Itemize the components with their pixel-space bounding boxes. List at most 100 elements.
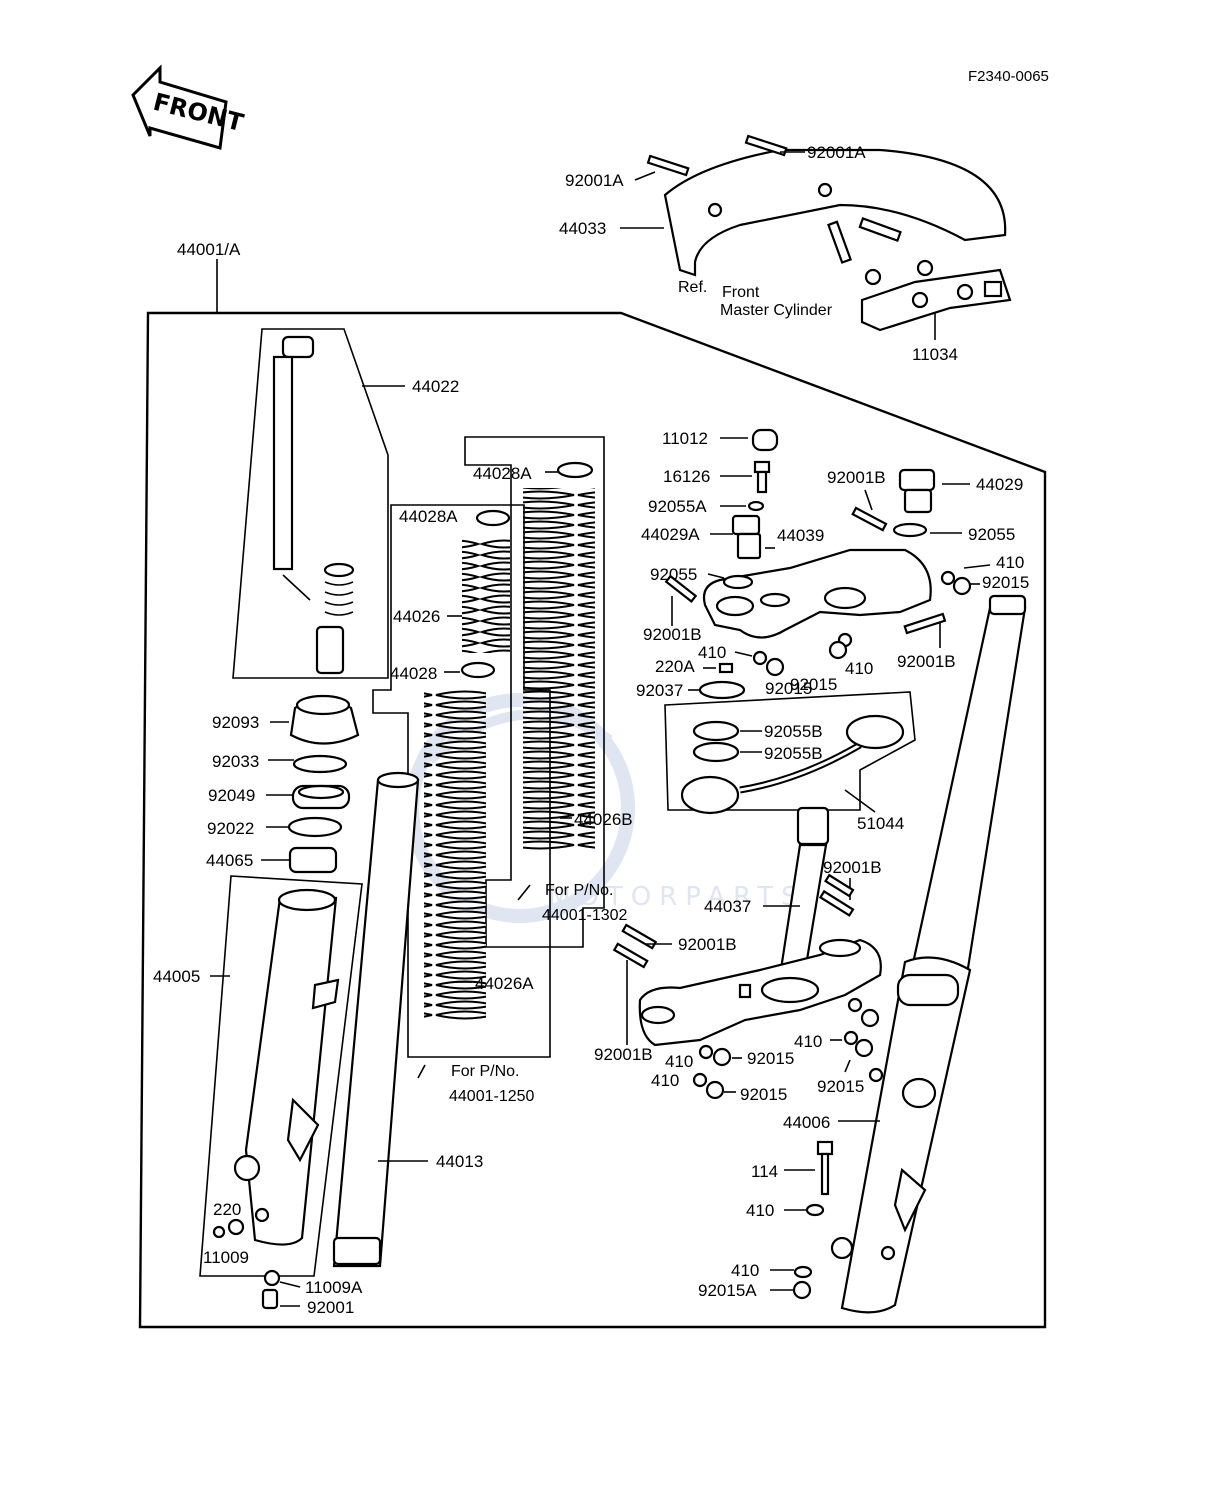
seat-44028A-left — [475, 509, 511, 527]
nut-92015-a — [952, 576, 972, 596]
spring-44026A — [424, 690, 486, 1020]
label-92022: 92022 — [207, 819, 254, 838]
label-44065: 44065 — [206, 851, 253, 870]
handlebar-bracket — [663, 148, 1007, 277]
label-92001B-f: 92001B — [594, 1045, 653, 1064]
label-for-pno-1302: For P/No. — [545, 882, 613, 899]
bolt-92001B-d1 — [824, 873, 855, 898]
label-44029: 44029 — [976, 475, 1023, 494]
label-44001A: 44001/A — [177, 240, 241, 259]
outer-tube-left-frame — [199, 875, 363, 1277]
label-11009A: 11009A — [305, 1278, 363, 1297]
label-92015-d: 92015 — [747, 1049, 794, 1068]
label-92001B-e: 92001B — [678, 935, 737, 954]
assembly-frame — [138, 311, 1047, 1329]
label-92001B-c: 92001B — [897, 652, 956, 671]
label-44037: 44037 — [704, 897, 751, 916]
nut-92015-f-1 — [860, 1008, 880, 1028]
cap-11012 — [751, 428, 779, 452]
label-44028: 44028 — [390, 664, 437, 683]
spring-44026 — [462, 538, 510, 653]
label-51044: 51044 — [857, 814, 904, 833]
outer-tube-44005 — [233, 888, 340, 1246]
nut-92015-e — [705, 1080, 725, 1100]
label-front-mc-line2: Master Cylinder — [720, 302, 833, 319]
label-92015-f: 92015 — [817, 1077, 864, 1096]
label-92001B-a: 92001B — [827, 468, 886, 487]
label-92055-left: 92055 — [650, 565, 697, 584]
washer-11009A — [263, 1269, 281, 1287]
label-92015-b: 92015 — [765, 679, 812, 698]
label-410-d: 410 — [665, 1052, 693, 1071]
label-92015-a: 92015 — [982, 573, 1029, 592]
oil-seal-92049 — [291, 784, 351, 810]
label-44005: 44005 — [153, 967, 200, 986]
washer-92022 — [287, 816, 343, 838]
inner-tube-44013 — [332, 771, 420, 1268]
valve-16126 — [753, 460, 771, 494]
spring-44026B — [523, 488, 595, 850]
label-44001-1250: 44001-1250 — [449, 1088, 535, 1105]
screw-11009 — [227, 1218, 245, 1236]
bolt-92001B-e1 — [621, 923, 658, 950]
label-44026B: 44026B — [574, 810, 633, 829]
label-410-b: 410 — [698, 643, 726, 662]
front-arrow-icon: FRONT — [131, 64, 247, 150]
label-44001-1302: 44001-1302 — [542, 907, 628, 924]
label-410-g: 410 — [746, 1201, 774, 1220]
bolt-92001B-e2 — [612, 942, 649, 969]
label-410-c: 410 — [845, 659, 873, 678]
label-92033: 92033 — [212, 752, 259, 771]
label-92037: 92037 — [636, 681, 683, 700]
nut-92015-c — [828, 640, 848, 660]
ring-92033 — [292, 754, 348, 774]
label-114: 114 — [751, 1162, 778, 1181]
label-44028A-left: 44028A — [399, 507, 458, 526]
label-410-e: 410 — [651, 1071, 679, 1090]
cap-bolt-44029A — [731, 514, 762, 560]
nut-92015A — [792, 1280, 812, 1300]
top-bracket-44039 — [702, 548, 932, 639]
label-220A: 220A — [655, 657, 695, 676]
brake-hose-frame — [664, 691, 916, 811]
oring-92055B-2 — [692, 741, 740, 763]
oring-92055B-1 — [692, 720, 740, 742]
washer-410-b — [752, 650, 768, 666]
steering-stem-44037 — [638, 806, 882, 1047]
label-44006: 44006 — [783, 1113, 830, 1132]
oring-92055A — [747, 500, 765, 512]
diagram-code: F2340-0065 — [968, 68, 1049, 85]
label-92001A-left: 92001A — [565, 171, 624, 190]
bolt-92001B-b — [664, 574, 698, 603]
damper-rod-frame — [232, 328, 389, 679]
label-front-mc-line1: Front — [722, 284, 760, 301]
label-92093: 92093 — [212, 713, 259, 732]
nut-92015-f-2 — [854, 1038, 874, 1058]
ring-92037 — [698, 680, 746, 700]
damper-rod — [272, 335, 355, 675]
watermark-text: MOTORPARTS — [548, 882, 806, 912]
washer-410-d — [698, 1044, 714, 1060]
washer-410-g — [805, 1203, 825, 1217]
label-44033: 44033 — [559, 219, 606, 238]
axle-bolt-114 — [816, 1140, 834, 1196]
oring-92055-left — [722, 574, 754, 590]
label-92015-c: 92015 — [790, 675, 837, 694]
right-fork-leg-44006 — [830, 594, 1027, 1314]
label-92001A-right: 92001A — [807, 143, 866, 162]
screw-220 — [212, 1225, 226, 1239]
washer-410-f-1 — [847, 997, 863, 1013]
washer-410-h — [793, 1265, 813, 1279]
label-92015-e: 92015 — [740, 1085, 787, 1104]
bolt-92001 — [261, 1288, 279, 1310]
label-92055A: 92055A — [648, 497, 707, 516]
label-44026: 44026 — [393, 607, 440, 626]
bolt-92001A-left — [646, 154, 690, 177]
label-92015A: 92015A — [698, 1281, 757, 1300]
label-92001B-b: 92001B — [643, 625, 702, 644]
bolt-220A — [718, 662, 734, 674]
master-cylinder-clamp — [827, 217, 1012, 332]
washer-410-a — [940, 570, 956, 586]
label-410-h: 410 — [731, 1261, 759, 1280]
label-92055B-1: 92055B — [764, 722, 823, 741]
